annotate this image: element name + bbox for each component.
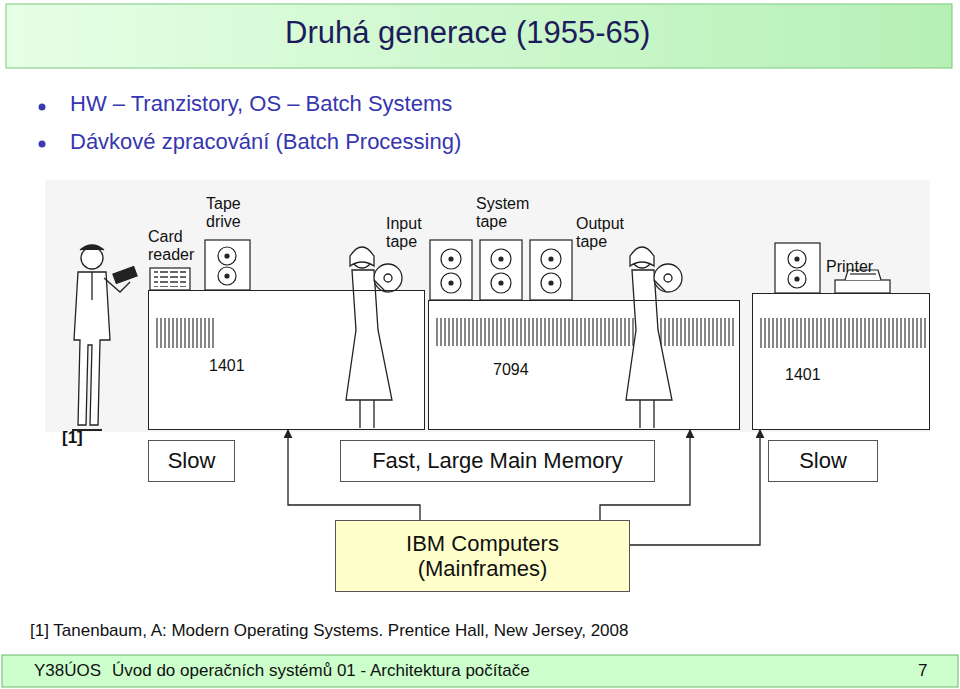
- device-label: Printer: [826, 258, 873, 276]
- computer-cabinet: 1401: [752, 293, 930, 430]
- model-number: 1401: [783, 366, 823, 384]
- speed-box: Slow: [768, 440, 878, 482]
- footer-bar: [2, 655, 958, 687]
- box-text: Fast, Large Main Memory: [372, 448, 623, 473]
- box-text: Slow: [168, 448, 216, 473]
- speed-box: Fast, Large Main Memory: [340, 440, 655, 482]
- footer-text: 7: [918, 661, 927, 680]
- illustration-ground: [45, 180, 930, 432]
- cabinet-fill: [428, 300, 740, 430]
- mainframe-box: IBM Computers (Mainframes): [335, 520, 630, 592]
- slide-title: Druhá generace (1955-65): [285, 16, 650, 51]
- vent-grille: [155, 318, 215, 348]
- card-slots: [154, 271, 186, 287]
- computer-cabinet: 7094: [428, 300, 740, 430]
- tape-drive: [205, 240, 250, 290]
- model-number: 1401: [207, 357, 247, 375]
- bullet-text: HW – Tranzistory, OS – Batch Systems: [70, 92, 452, 117]
- speed-box: Slow: [148, 440, 235, 482]
- device-label: Input tape: [386, 215, 442, 251]
- card-reader: [150, 268, 190, 290]
- operator-woman: [346, 247, 402, 428]
- model-number: 7094: [491, 361, 531, 379]
- cabinet-fill: [752, 293, 930, 430]
- box-text: IBM Computers (Mainframes): [388, 531, 578, 582]
- footer-text: Úvod do operačních systémů 01 - Architek…: [112, 661, 530, 680]
- box-text: Slow: [799, 448, 847, 473]
- vent-grille: [758, 318, 926, 348]
- tape-drive: [775, 243, 820, 293]
- header-bar: [6, 4, 952, 68]
- bullet-dot: [39, 141, 46, 148]
- operator-woman: [626, 247, 682, 428]
- operator-man: [72, 245, 137, 430]
- bullet-dot: [39, 104, 46, 111]
- vent-grille: [436, 318, 736, 346]
- tape-drive: [480, 240, 522, 300]
- device-label: Output tape: [576, 215, 640, 251]
- device-label: Tape drive: [206, 195, 268, 231]
- device-label: Card reader: [148, 228, 210, 264]
- computer-cabinet: 1401: [148, 290, 425, 430]
- footer-text: Y38ÚOS: [34, 661, 101, 680]
- tape-drive: [530, 240, 572, 300]
- reference-note: [1] Tanenbaum, A: Modern Operating Syste…: [30, 621, 628, 640]
- device-label: [1]: [62, 428, 83, 447]
- bullet-text: Dávkové zpracování (Batch Processing): [70, 130, 461, 155]
- device-label: System tape: [476, 195, 548, 231]
- tape-drive: [430, 240, 472, 300]
